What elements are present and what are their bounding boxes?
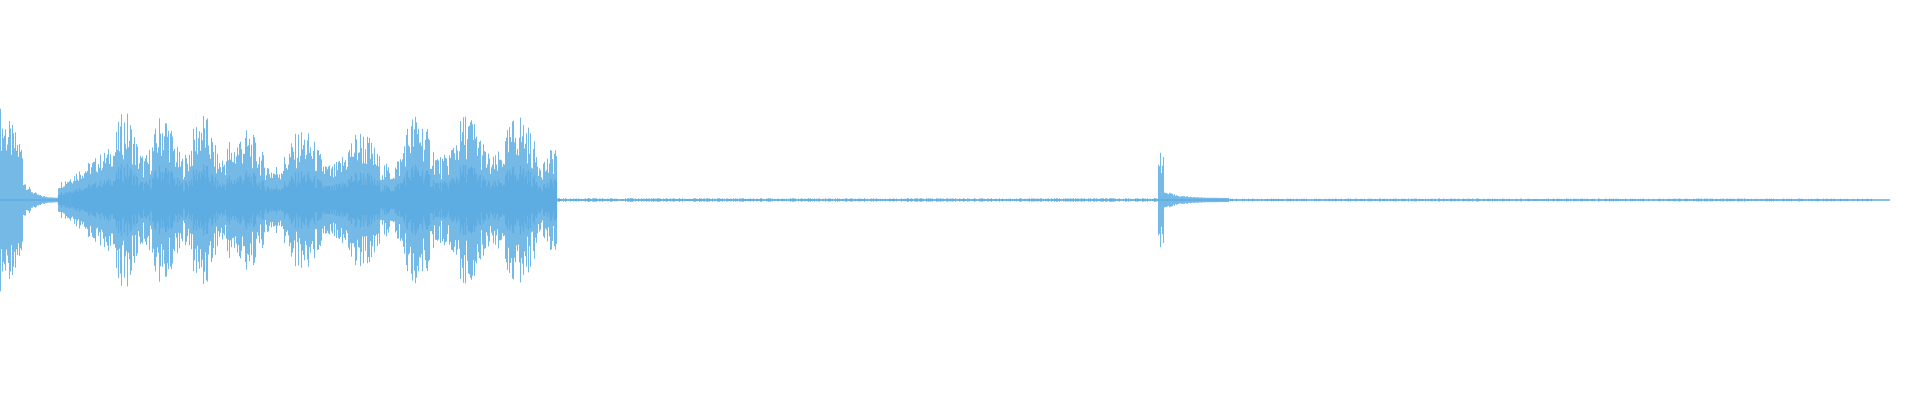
waveform-peaks	[1164, 192, 1229, 208]
waveform-core	[114, 163, 231, 237]
waveform-core	[402, 165, 558, 235]
waveform-segment-intro-transient	[0, 108, 23, 292]
waveform-segment-tone-burst-3	[402, 116, 558, 284]
waveform-trace	[0, 108, 1872, 292]
waveform-segment-tone-burst-1	[114, 113, 231, 287]
waveform-peaks	[557, 198, 1158, 202]
waveform-peaks	[0, 108, 23, 292]
waveform-core	[229, 170, 404, 230]
waveform-segment-swell	[57, 149, 116, 251]
waveform-core	[57, 178, 116, 222]
waveform-peaks	[1158, 152, 1164, 248]
waveform-segment-click	[1158, 152, 1164, 248]
waveform-segment-click-tail	[1164, 192, 1229, 208]
waveform-peaks	[23, 184, 58, 216]
waveform-segment-silence-1	[557, 198, 1158, 202]
waveform-segment-intro-tail	[23, 184, 58, 216]
waveform-segment-silence-2	[1229, 198, 1872, 202]
waveform-segment-tone-burst-2	[229, 130, 404, 270]
waveform-peaks	[1229, 198, 1872, 202]
